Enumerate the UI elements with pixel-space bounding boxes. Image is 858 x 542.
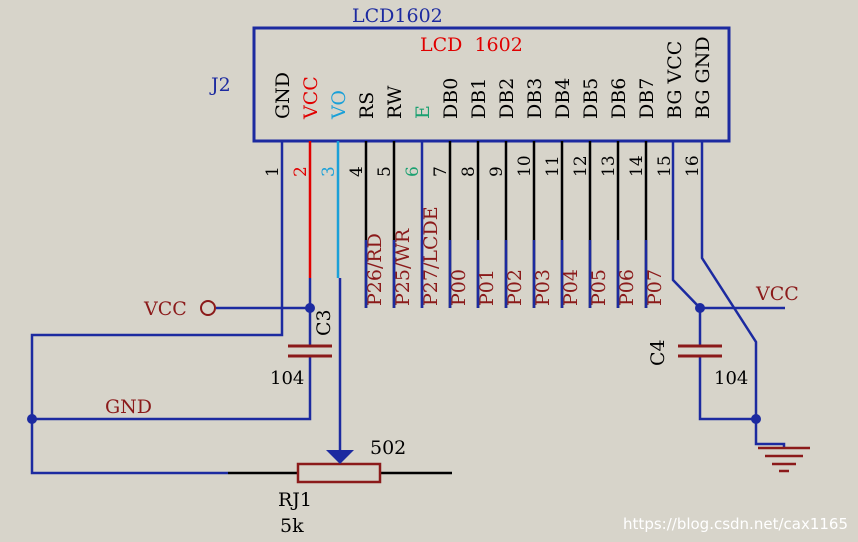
pin-number-13: 13 [599, 155, 619, 177]
pin-number-1: 1 [263, 166, 283, 177]
lcd-body-label: LCD 1602 [420, 34, 523, 56]
pin-name-7: DB0 [440, 78, 462, 119]
vcc-right-label: VCC [755, 283, 799, 305]
net-label-pin-4: P26/RD [364, 233, 386, 306]
pin-wire-group [308, 141, 648, 308]
capacitor-c3 [288, 344, 332, 358]
junction-gnd-rail [27, 414, 37, 424]
pin-name-4: RS [356, 92, 378, 119]
net-label-pin-14: P07 [644, 269, 666, 306]
bg-vcc-wire [671, 141, 785, 310]
pin-number-8: 8 [459, 166, 479, 177]
ground-symbol [758, 446, 810, 473]
pin-name-12: DB5 [580, 78, 602, 119]
pin-name-15: BG VCC [664, 41, 686, 119]
net-label-group: P26/RD P25/WR P27/LCDE P00 P01 P02 P03 P04 P05 P0… [364, 206, 666, 306]
net-label-pin-10: P03 [532, 269, 554, 306]
lcd-body [252, 26, 731, 143]
pin-number-3: 3 [319, 166, 339, 177]
c4-name: C4 [647, 339, 669, 366]
net-label-pin-7: P00 [448, 269, 470, 306]
gnd-symbol-lead [754, 419, 786, 448]
right-wiring [671, 141, 786, 448]
pin-number-7: 7 [431, 166, 451, 177]
gnd-net-label: GND [105, 396, 152, 418]
pot-wiper-arrow [326, 450, 354, 464]
pin-name-5: RW [384, 85, 406, 119]
net-label-pin-5: P25/WR [392, 228, 414, 306]
lcd-part-name: LCD1602 [352, 5, 443, 27]
net-label-pin-8: P01 [476, 269, 498, 306]
pin-number-11: 11 [543, 155, 563, 177]
pin-name-13: DB6 [608, 78, 630, 119]
pin-name-9: DB2 [496, 78, 518, 119]
bg-gnd-wire [700, 141, 758, 419]
pin-name-10: DB3 [524, 78, 546, 119]
lcd-designator: J2 [209, 74, 231, 96]
pin-name-11: DB4 [552, 78, 574, 119]
pin-number-5: 5 [375, 166, 395, 177]
vcc-port-circle [200, 300, 216, 316]
pin-name-6: E [412, 105, 434, 119]
pin-number-9: 9 [487, 166, 507, 177]
pin-number-10: 10 [515, 155, 535, 177]
pin-number-6: 6 [403, 166, 423, 177]
pin-name-2: VCC [300, 76, 322, 120]
pin-name-14: DB7 [636, 78, 658, 119]
pin-name-8: DB1 [468, 78, 490, 119]
pin-number-2: 2 [291, 166, 311, 177]
c4-bottom-lead [698, 356, 756, 421]
pin-number-4: 4 [347, 166, 367, 177]
pin-number-12: 12 [571, 155, 591, 177]
lcd-component: LCD1602 LCD 1602 J2 [209, 5, 731, 143]
vcc-left-label: VCC [143, 298, 187, 320]
net-label-pin-6: P27/LCDE [420, 206, 442, 306]
net-label-pin-9: P02 [504, 269, 526, 306]
potentiometer-rj1 [296, 450, 382, 484]
pin-number-14: 14 [627, 155, 647, 177]
pot-value: 5k [280, 515, 304, 537]
pot-body [296, 462, 382, 484]
pin-name-16: BG GND [692, 36, 714, 119]
net-label-pin-13: P06 [616, 269, 638, 306]
pot-name: RJ1 [278, 489, 312, 511]
pin-number-16: 16 [683, 155, 703, 177]
net-label-pin-11: P04 [560, 269, 582, 306]
watermark: https://blog.csdn.net/cax1165 [623, 515, 848, 533]
pin-name-1: GND [272, 72, 294, 119]
c3-name: C3 [313, 309, 335, 336]
capacitor-c4 [678, 344, 722, 358]
left-wiring [30, 141, 452, 475]
c3-bottom-lead [32, 356, 312, 421]
pin-number-15: 15 [655, 155, 675, 177]
net-label-pin-12: P05 [588, 269, 610, 306]
c3-value: 104 [270, 368, 304, 389]
gnd-wire-pin1 [30, 141, 284, 475]
pot-marking: 502 [370, 437, 406, 459]
pin-name-3: VO [328, 90, 350, 120]
junction-vcc-c3 [305, 303, 315, 313]
c4-value: 104 [714, 368, 748, 389]
